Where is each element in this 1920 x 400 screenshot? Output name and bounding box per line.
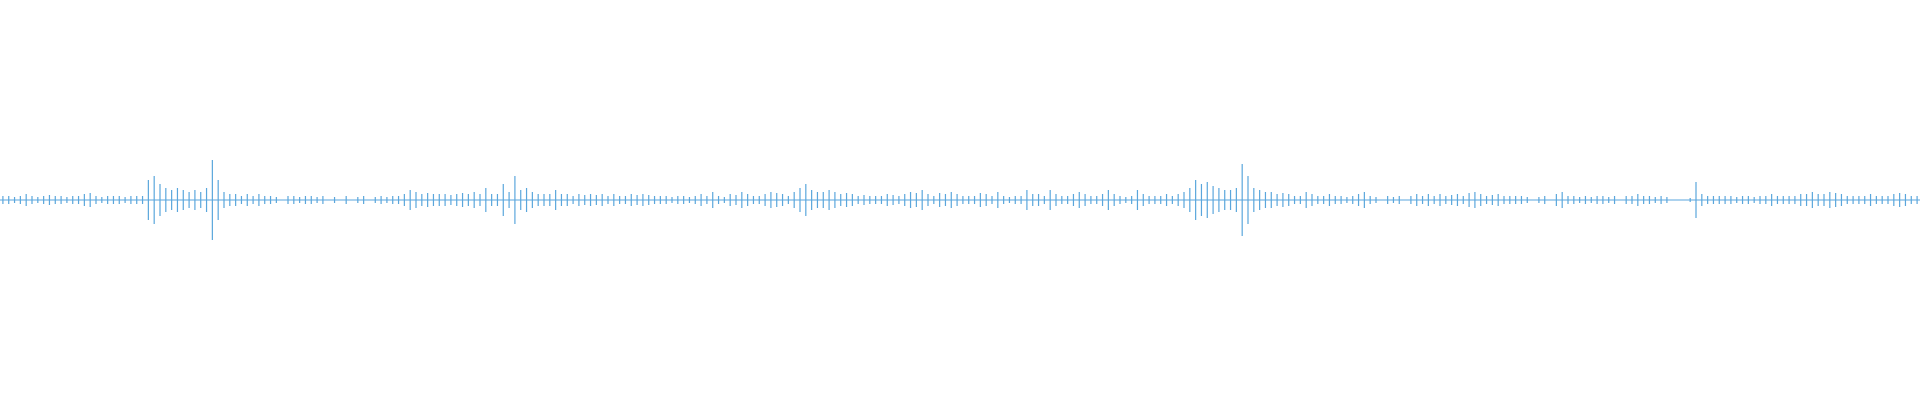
waveform-bars	[2, 160, 1918, 240]
